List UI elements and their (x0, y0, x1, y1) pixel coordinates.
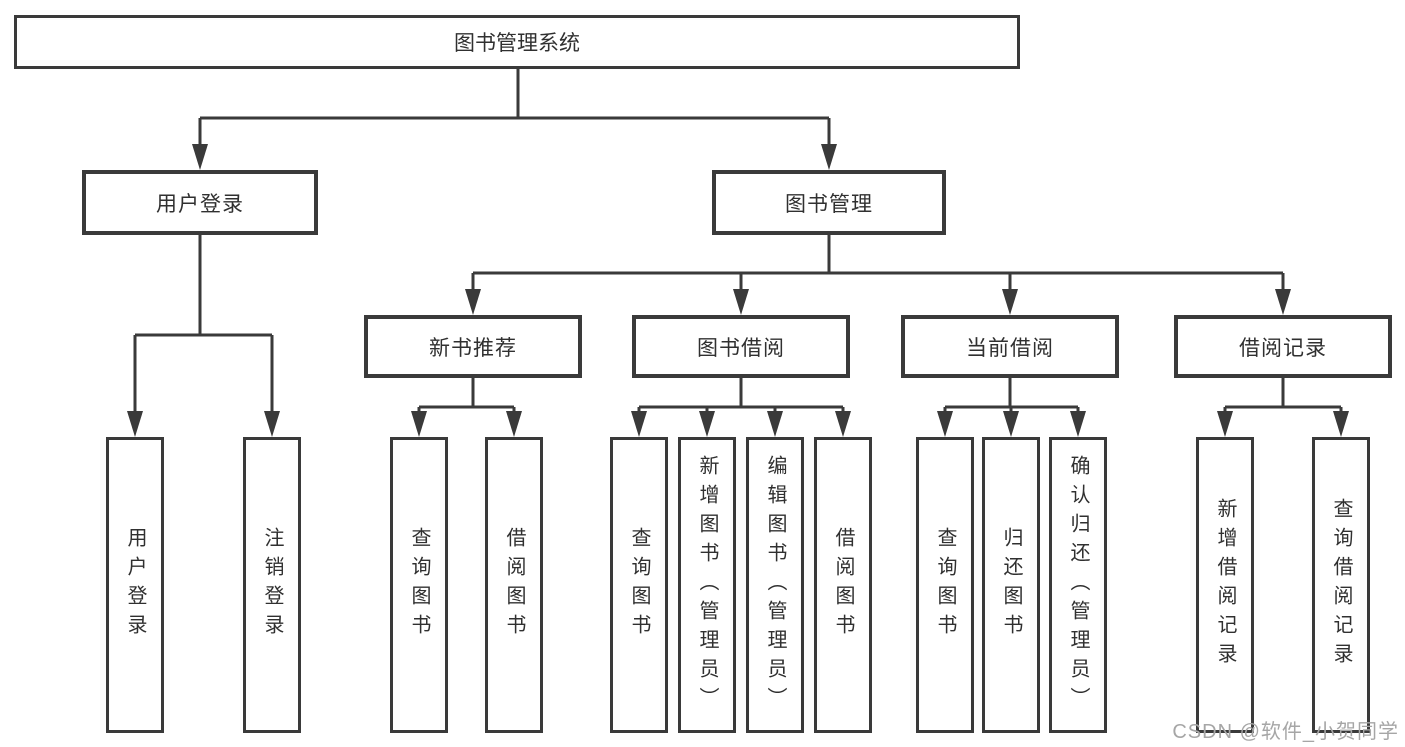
connector-root-to-level2 (192, 68, 837, 170)
node-borrowing-records: 借阅记录 (1174, 315, 1392, 378)
arrowhead-down-icon (264, 411, 280, 437)
connector-current-borrowing-to-leaves (937, 378, 1086, 437)
arrowhead-down-icon (1002, 289, 1018, 315)
node-leaf-query-books-1: 查询图书 (390, 437, 448, 733)
arrowhead-down-icon (835, 411, 851, 437)
arrowhead-down-icon (1070, 411, 1086, 437)
arrowhead-down-icon (733, 289, 749, 315)
arrowhead-down-icon (127, 411, 143, 437)
arrowhead-down-icon (767, 411, 783, 437)
arrowhead-down-icon (411, 411, 427, 437)
node-leaf-add-borrow-record: 新增借阅记录 (1196, 437, 1254, 733)
arrowhead-down-icon (937, 411, 953, 437)
connector-book-mgmt-to-level3 (465, 235, 1291, 315)
node-leaf-user-login: 用户登录 (106, 437, 164, 733)
connector-user-login-to-leaves (127, 235, 280, 437)
node-leaf-add-books-admin: 新增图书（管理员） (678, 437, 736, 733)
arrowhead-down-icon (631, 411, 647, 437)
node-root-system: 图书管理系统 (14, 15, 1020, 69)
node-book-management: 图书管理 (712, 170, 946, 235)
arrowhead-down-icon (1275, 289, 1291, 315)
node-leaf-logout: 注销登录 (243, 437, 301, 733)
node-leaf-return-books: 归还图书 (982, 437, 1040, 733)
node-leaf-query-borrow-record: 查询借阅记录 (1312, 437, 1370, 733)
arrowhead-down-icon (699, 411, 715, 437)
arrowhead-down-icon (821, 144, 837, 170)
arrowhead-down-icon (1333, 411, 1349, 437)
arrowhead-down-icon (465, 289, 481, 315)
arrowhead-down-icon (1003, 411, 1019, 437)
watermark-text: CSDN @软件_小贺同学 (1172, 721, 1399, 743)
connector-book-borrowing-to-leaves (631, 378, 851, 437)
arrowhead-down-icon (192, 144, 208, 170)
node-leaf-borrow-books-1: 借阅图书 (485, 437, 543, 733)
node-leaf-edit-books-admin: 编辑图书（管理员） (746, 437, 804, 733)
node-leaf-confirm-return-admin: 确认归还（管理员） (1049, 437, 1107, 733)
node-user-login: 用户登录 (82, 170, 318, 235)
node-current-borrowing: 当前借阅 (901, 315, 1119, 378)
connector-borrow-records-to-leaves (1217, 378, 1349, 437)
node-leaf-query-books-2: 查询图书 (610, 437, 668, 733)
node-book-borrowing: 图书借阅 (632, 315, 850, 378)
arrowhead-down-icon (1217, 411, 1233, 437)
node-leaf-borrow-books-2: 借阅图书 (814, 437, 872, 733)
connector-new-book-to-leaves (411, 378, 522, 437)
node-new-book-recommendation: 新书推荐 (364, 315, 582, 378)
arrowhead-down-icon (506, 411, 522, 437)
node-leaf-query-books-3: 查询图书 (916, 437, 974, 733)
